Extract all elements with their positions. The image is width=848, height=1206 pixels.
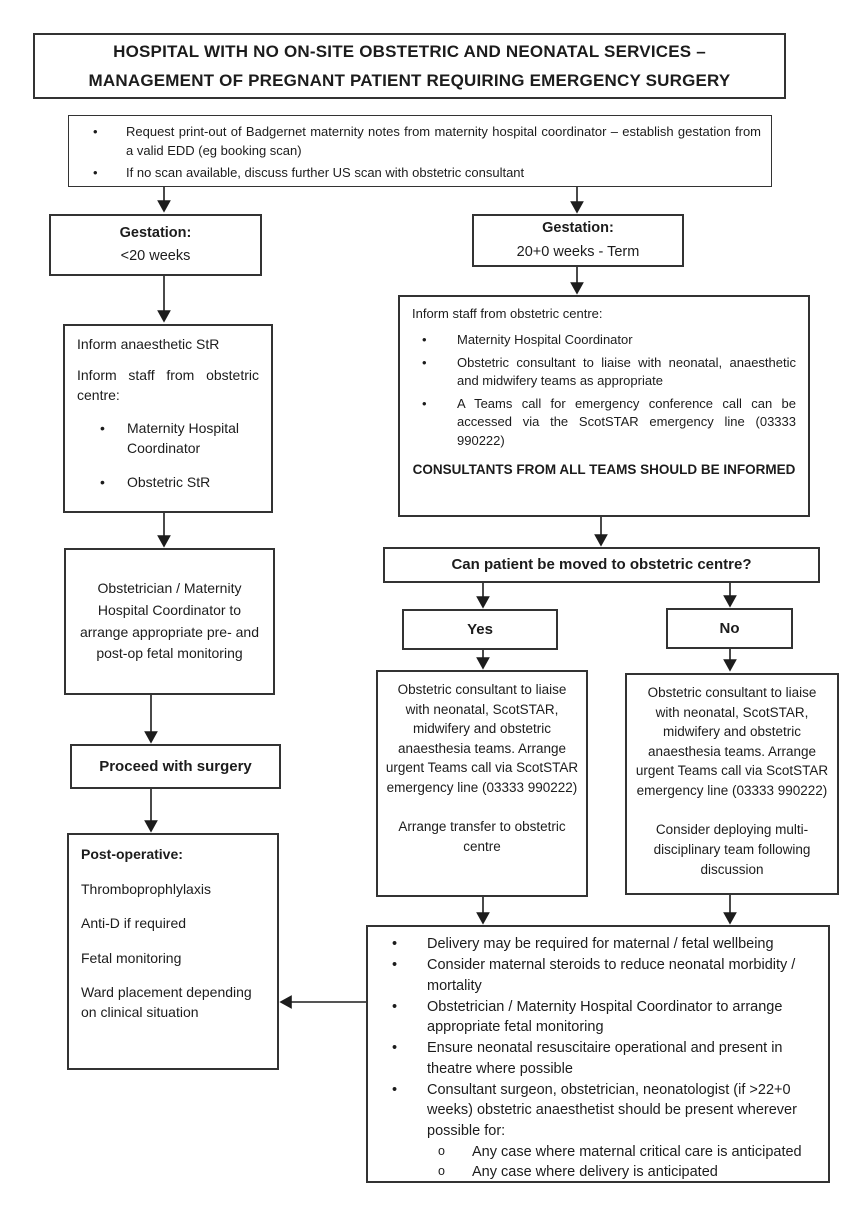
arrowhead xyxy=(157,200,171,213)
fetal-monitoring-text: Obstetrician / Maternity Hospital Coordi… xyxy=(79,580,259,662)
arrowhead xyxy=(476,912,490,925)
inform-right-heading: Inform staff from obstetric centre: xyxy=(412,306,603,321)
delivery-considerations-box: Delivery may be required for maternal / … xyxy=(366,925,830,1183)
inform-left-box: Inform anaesthetic StR Inform staff from… xyxy=(63,324,273,513)
inform-left-line-2: Inform staff from obstetric centre: xyxy=(77,366,259,403)
inform-right-bullet-item: Maternity Hospital Coordinator xyxy=(412,331,796,350)
post-operative-item: Thromboprophlylaxis xyxy=(81,880,211,897)
arrowhead xyxy=(594,534,608,547)
arrowhead-left xyxy=(279,995,292,1009)
no-label: No xyxy=(719,619,740,637)
proceed-label: Proceed with surgery xyxy=(99,757,252,775)
gestation-heading: Gestation: xyxy=(119,224,192,241)
title-box: HOSPITAL WITH NO ON-SITE OBSTETRIC AND N… xyxy=(33,33,786,99)
intro-bullet-item: Request print-out of Badgernet maternity… xyxy=(69,123,761,161)
inform-right-bullet-item: A Teams call for emergency conference ca… xyxy=(412,395,796,450)
no-box: No xyxy=(666,608,793,649)
arrowhead xyxy=(723,912,737,925)
post-operative-item: Anti-D if required xyxy=(81,915,187,932)
gestation-value: 20+0 weeks - Term xyxy=(516,243,640,260)
inform-right-bullet-list: Maternity Hospital CoordinatorObstetric … xyxy=(412,331,796,450)
intro-bullet-item: If no scan available, discuss further US… xyxy=(69,164,761,183)
gestation-under-20-box: Gestation: <20 weeks xyxy=(49,214,262,276)
question-label: Can patient be moved to obstetric centre… xyxy=(451,556,752,574)
outcome-bullet-item: Delivery may be required for maternal / … xyxy=(368,934,816,955)
inform-left-line-1: Inform anaesthetic StR xyxy=(77,336,220,352)
fetal-monitoring-box: Obstetrician / Maternity Hospital Coordi… xyxy=(64,548,275,695)
outcome-bullet-list: Delivery may be required for maternal / … xyxy=(368,934,816,1141)
gestation-20-plus-box: Gestation: 20+0 weeks - Term xyxy=(472,214,684,267)
yes-details-para-1: Obstetric consultant to liaise with neon… xyxy=(385,682,579,795)
consultants-informed-note: CONSULTANTS FROM ALL TEAMS SHOULD BE INF… xyxy=(412,462,796,478)
arrowhead xyxy=(723,659,737,672)
inform-left-bullet-list: Maternity Hospital CoordinatorObstetric … xyxy=(77,419,259,494)
arrowhead xyxy=(476,657,490,670)
outcome-sub-bullet-list: Any case where maternal critical care is… xyxy=(368,1142,816,1183)
no-details-para-2: Consider deploying multi-disciplinary te… xyxy=(653,822,811,877)
arrowhead xyxy=(144,820,158,833)
arrowhead xyxy=(570,201,584,214)
outcome-sub-bullet-item: Any case where delivery is anticipated xyxy=(368,1162,816,1182)
gestation-heading: Gestation: xyxy=(542,220,614,237)
outcome-bullet-item: Consultant surgeon, obstetrician, neonat… xyxy=(368,1080,816,1141)
outcome-bullet-item: Consider maternal steroids to reduce neo… xyxy=(368,955,816,996)
inform-right-box: Inform staff from obstetric centre: Mate… xyxy=(398,295,810,517)
inform-right-bullet-item: Obstetric consultant to liaise with neon… xyxy=(412,354,796,391)
gestation-value: <20 weeks xyxy=(120,248,191,264)
inform-left-bullet-item: Maternity Hospital Coordinator xyxy=(77,419,259,459)
outcome-bullet-item: Ensure neonatal resuscitaire operational… xyxy=(368,1038,816,1079)
arrowhead xyxy=(157,310,171,323)
outcome-sub-bullet-item: Any case where maternal critical care is… xyxy=(368,1142,816,1162)
arrowhead xyxy=(570,282,584,295)
proceed-with-surgery-box: Proceed with surgery xyxy=(70,744,281,789)
post-operative-heading: Post-operative: xyxy=(81,846,183,862)
arrowhead xyxy=(476,596,490,609)
intro-box: Request print-out of Badgernet maternity… xyxy=(68,115,772,187)
yes-label: Yes xyxy=(467,620,493,638)
intro-bullet-list: Request print-out of Badgernet maternity… xyxy=(69,123,761,183)
arrowhead xyxy=(723,595,737,608)
yes-details-para-2: Arrange transfer to obstetric centre xyxy=(398,819,566,854)
title-line-1: HOSPITAL WITH NO ON-SITE OBSTETRIC AND N… xyxy=(113,41,706,61)
move-patient-question-box: Can patient be moved to obstetric centre… xyxy=(383,547,820,583)
arrowhead xyxy=(157,535,171,548)
post-operative-item: Ward placement depending on clinical sit… xyxy=(81,984,252,1020)
yes-box: Yes xyxy=(402,609,558,650)
inform-left-bullet-item: Obstetric StR xyxy=(77,473,259,493)
post-operative-item: Fetal monitoring xyxy=(81,949,182,966)
no-details-para-1: Obstetric consultant to liaise with neon… xyxy=(635,685,829,798)
outcome-bullet-item: Obstetrician / Maternity Hospital Coordi… xyxy=(368,997,816,1038)
yes-details-box: Obstetric consultant to liaise with neon… xyxy=(376,670,588,897)
title-line-2: MANAGEMENT OF PREGNANT PATIENT REQUIRING… xyxy=(88,71,731,90)
arrowhead xyxy=(144,731,158,744)
no-details-box: Obstetric consultant to liaise with neon… xyxy=(625,673,839,895)
